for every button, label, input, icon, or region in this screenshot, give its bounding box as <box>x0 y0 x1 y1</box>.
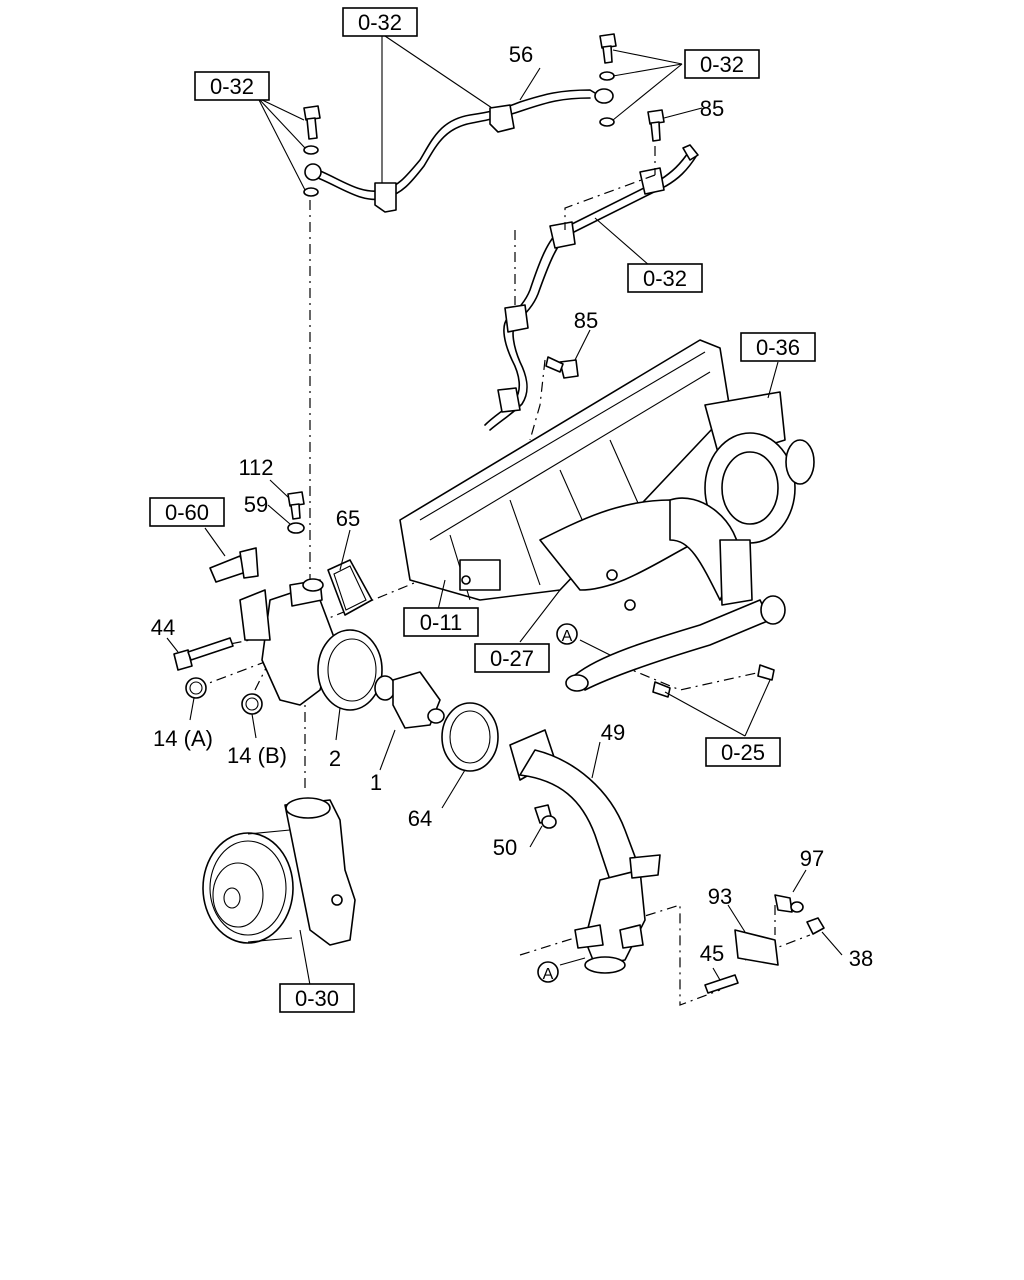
part-number-93: 93 <box>708 884 732 909</box>
bolt-85-lower <box>545 356 579 379</box>
sender-switch-0-60 <box>209 547 259 583</box>
part-number-85-lower: 85 <box>574 308 598 333</box>
gasket-64 <box>441 702 499 772</box>
water-pump <box>202 797 356 946</box>
nut-38 <box>806 917 825 935</box>
ref-label: 0-27 <box>490 646 534 671</box>
part-number-59: 59 <box>244 492 268 517</box>
assembly-leaders <box>195 146 811 1006</box>
part-number-50: 50 <box>493 835 517 860</box>
banjo-bolt-left <box>303 105 321 197</box>
gasket-65 <box>327 559 373 616</box>
connector-letter: A <box>562 628 573 645</box>
ref-label: 0-32 <box>700 52 744 77</box>
part-number-14b: 14 (B) <box>227 743 287 768</box>
thermostat-housing <box>239 578 383 711</box>
ref-label: 0-30 <box>295 986 339 1011</box>
part-number-112: 112 <box>238 455 273 480</box>
plug-14-b <box>241 693 263 715</box>
thermostat-1 <box>374 671 445 729</box>
part-number-97: 97 <box>800 846 824 871</box>
bolt-85-upper <box>647 109 665 142</box>
part-number-1: 1 <box>370 770 382 795</box>
water-pipe-49 <box>509 729 661 974</box>
ref-label: 0-11 <box>420 610 462 635</box>
part-number-85-upper: 85 <box>700 96 724 121</box>
bracket-93 <box>734 929 779 966</box>
exhaust-manifold <box>399 339 731 601</box>
part-number-64: 64 <box>408 806 432 831</box>
ref-box-0-32-left: 0-32 <box>194 71 270 101</box>
bolt-112 <box>287 491 305 534</box>
connector-letter: A <box>543 966 554 983</box>
stud-45 <box>704 974 739 994</box>
part-number-56: 56 <box>509 42 533 67</box>
ref-box-0-32-top: 0-32 <box>342 7 418 37</box>
part-number-45: 45 <box>700 941 724 966</box>
part-number-49: 49 <box>601 720 625 745</box>
connector-marker-a-lower: A <box>537 961 559 983</box>
ref-label: 0-60 <box>165 500 209 525</box>
leader-lines <box>166 35 843 986</box>
ref-box-0-60: 0-60 <box>149 497 225 527</box>
return-pipe <box>484 144 699 431</box>
bolt-97 <box>774 894 804 913</box>
ref-box-0-32-right: 0-32 <box>684 49 760 79</box>
ref-box-0-32-mid: 0-32 <box>627 263 703 293</box>
ref-label: 0-36 <box>756 335 800 360</box>
plug-14-a <box>185 677 207 699</box>
connector-marker-a-upper: A <box>556 623 578 645</box>
part-number-44: 44 <box>151 615 175 640</box>
ref-label: 0-32 <box>358 10 402 35</box>
turbo-bolts <box>652 664 775 698</box>
ref-box-0-27: 0-27 <box>474 643 550 673</box>
ref-label: 0-32 <box>210 74 254 99</box>
part-number-65: 65 <box>336 506 360 531</box>
part-number-14a: 14 (A) <box>153 726 213 751</box>
upper-oil-pipe <box>304 88 614 213</box>
bolt-44 <box>173 637 234 671</box>
turbocharger <box>539 391 815 611</box>
bolt-50 <box>534 804 557 829</box>
ref-box-0-30: 0-30 <box>279 983 355 1013</box>
ref-box-0-25: 0-25 <box>705 737 781 767</box>
part-number-38: 38 <box>849 946 873 971</box>
ref-box-0-36: 0-36 <box>740 332 816 362</box>
ref-box-0-11: 0-11 <box>403 607 479 637</box>
turbo-oil-return-pipe <box>565 539 786 692</box>
ref-label: 0-25 <box>721 740 765 765</box>
banjo-bolt-right <box>599 33 617 127</box>
part-number-2: 2 <box>329 746 341 771</box>
ref-label: 0-32 <box>643 266 687 291</box>
